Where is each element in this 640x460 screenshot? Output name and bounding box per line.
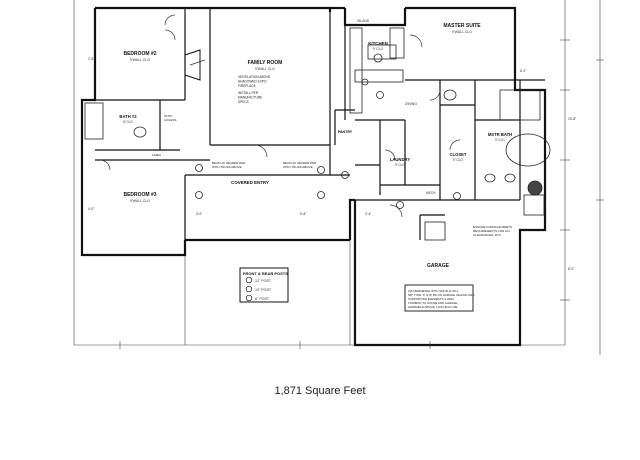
kitchen-counters — [349, 27, 405, 114]
garage-note-box — [404, 284, 474, 312]
dimension-label: 8'-0" — [568, 267, 574, 271]
dimension-label: 4'-0" — [88, 207, 94, 211]
room-bath-2: BATH #2 — [119, 114, 137, 119]
legend-item: 10" POST — [255, 288, 272, 292]
room-bedroom-3: BEDROOM #3 — [123, 192, 156, 198]
room-island: ISLAND — [357, 19, 370, 23]
dimension-label: 2'-6" — [88, 57, 94, 61]
room-covered-entry: COVERED ENTRY — [231, 180, 269, 185]
dimension-label: 3'-0" — [196, 212, 202, 216]
legend-item: 12" POST — [255, 279, 272, 283]
dimension-label: 5'-8" — [300, 212, 306, 216]
legend-item: 8" POST — [255, 297, 270, 301]
fireplace — [184, 49, 201, 81]
dimension-labels: 2'-6" 4'-0" 3'-0" 5'-8" 2'-4" 13'-8" 8'-… — [88, 57, 576, 271]
room-ceiling: 9' CLG — [373, 47, 384, 51]
dimension-rails — [73, 0, 601, 355]
room-laundry: LAUNDRY — [390, 157, 411, 162]
linen-note: LINEN — [152, 153, 161, 157]
room-garage: GARAGE — [427, 263, 450, 269]
room-closet: CLOSET — [450, 152, 467, 157]
room-dining: DINING — [405, 102, 417, 106]
room-ceiling: 9'WALL CLG — [130, 58, 150, 62]
interior-walls — [95, 8, 545, 240]
dimension-label: 13'-8" — [568, 117, 576, 121]
room-family-room: FAMILY ROOM — [248, 60, 283, 66]
room-mech: MECH — [426, 191, 436, 195]
legend-title: FRONT & REAR POSTS — [243, 271, 288, 276]
mech-box — [424, 221, 446, 241]
floor-plan-drawing: FRONT & REAR POSTS 12" POST 10" POST 8" … — [73, 0, 604, 355]
room-ceiling: 9' CLG — [495, 138, 505, 142]
room-bedroom-2: BEDROOM #2 — [123, 51, 156, 57]
room-pantry: PANTRY — [338, 130, 353, 134]
room-ceiling: 8' CLG — [123, 120, 133, 124]
room-ceiling: 9'WALL CLG — [452, 30, 472, 34]
room-master-suite: MASTER SUITE — [443, 23, 481, 29]
post-markers — [195, 91, 461, 209]
room-ceiling: 9' CLG — [453, 158, 463, 162]
rail-ticks — [119, 39, 604, 349]
bath-fixtures — [84, 89, 551, 216]
dimension-label: 6'-2" — [520, 69, 526, 73]
door-swings — [99, 14, 461, 218]
room-ceiling: 9' CLG — [395, 163, 405, 167]
room-kitchen: KITCHEN — [368, 41, 388, 46]
posts-legend — [239, 267, 289, 303]
dimension-label: 2'-4" — [365, 212, 371, 216]
room-ceiling: 9'WALL CLG — [255, 67, 275, 71]
floor-plan: FRONT & REAR POSTS 12" POST 10" POST 8" … — [73, 0, 604, 355]
square-footage-caption: 1,871 Square Feet — [274, 385, 366, 397]
room-ceiling: 9'WALL CLG — [130, 199, 150, 203]
exterior-walls — [80, 6, 547, 347]
room-master-bath: MSTR BATH — [488, 132, 512, 137]
